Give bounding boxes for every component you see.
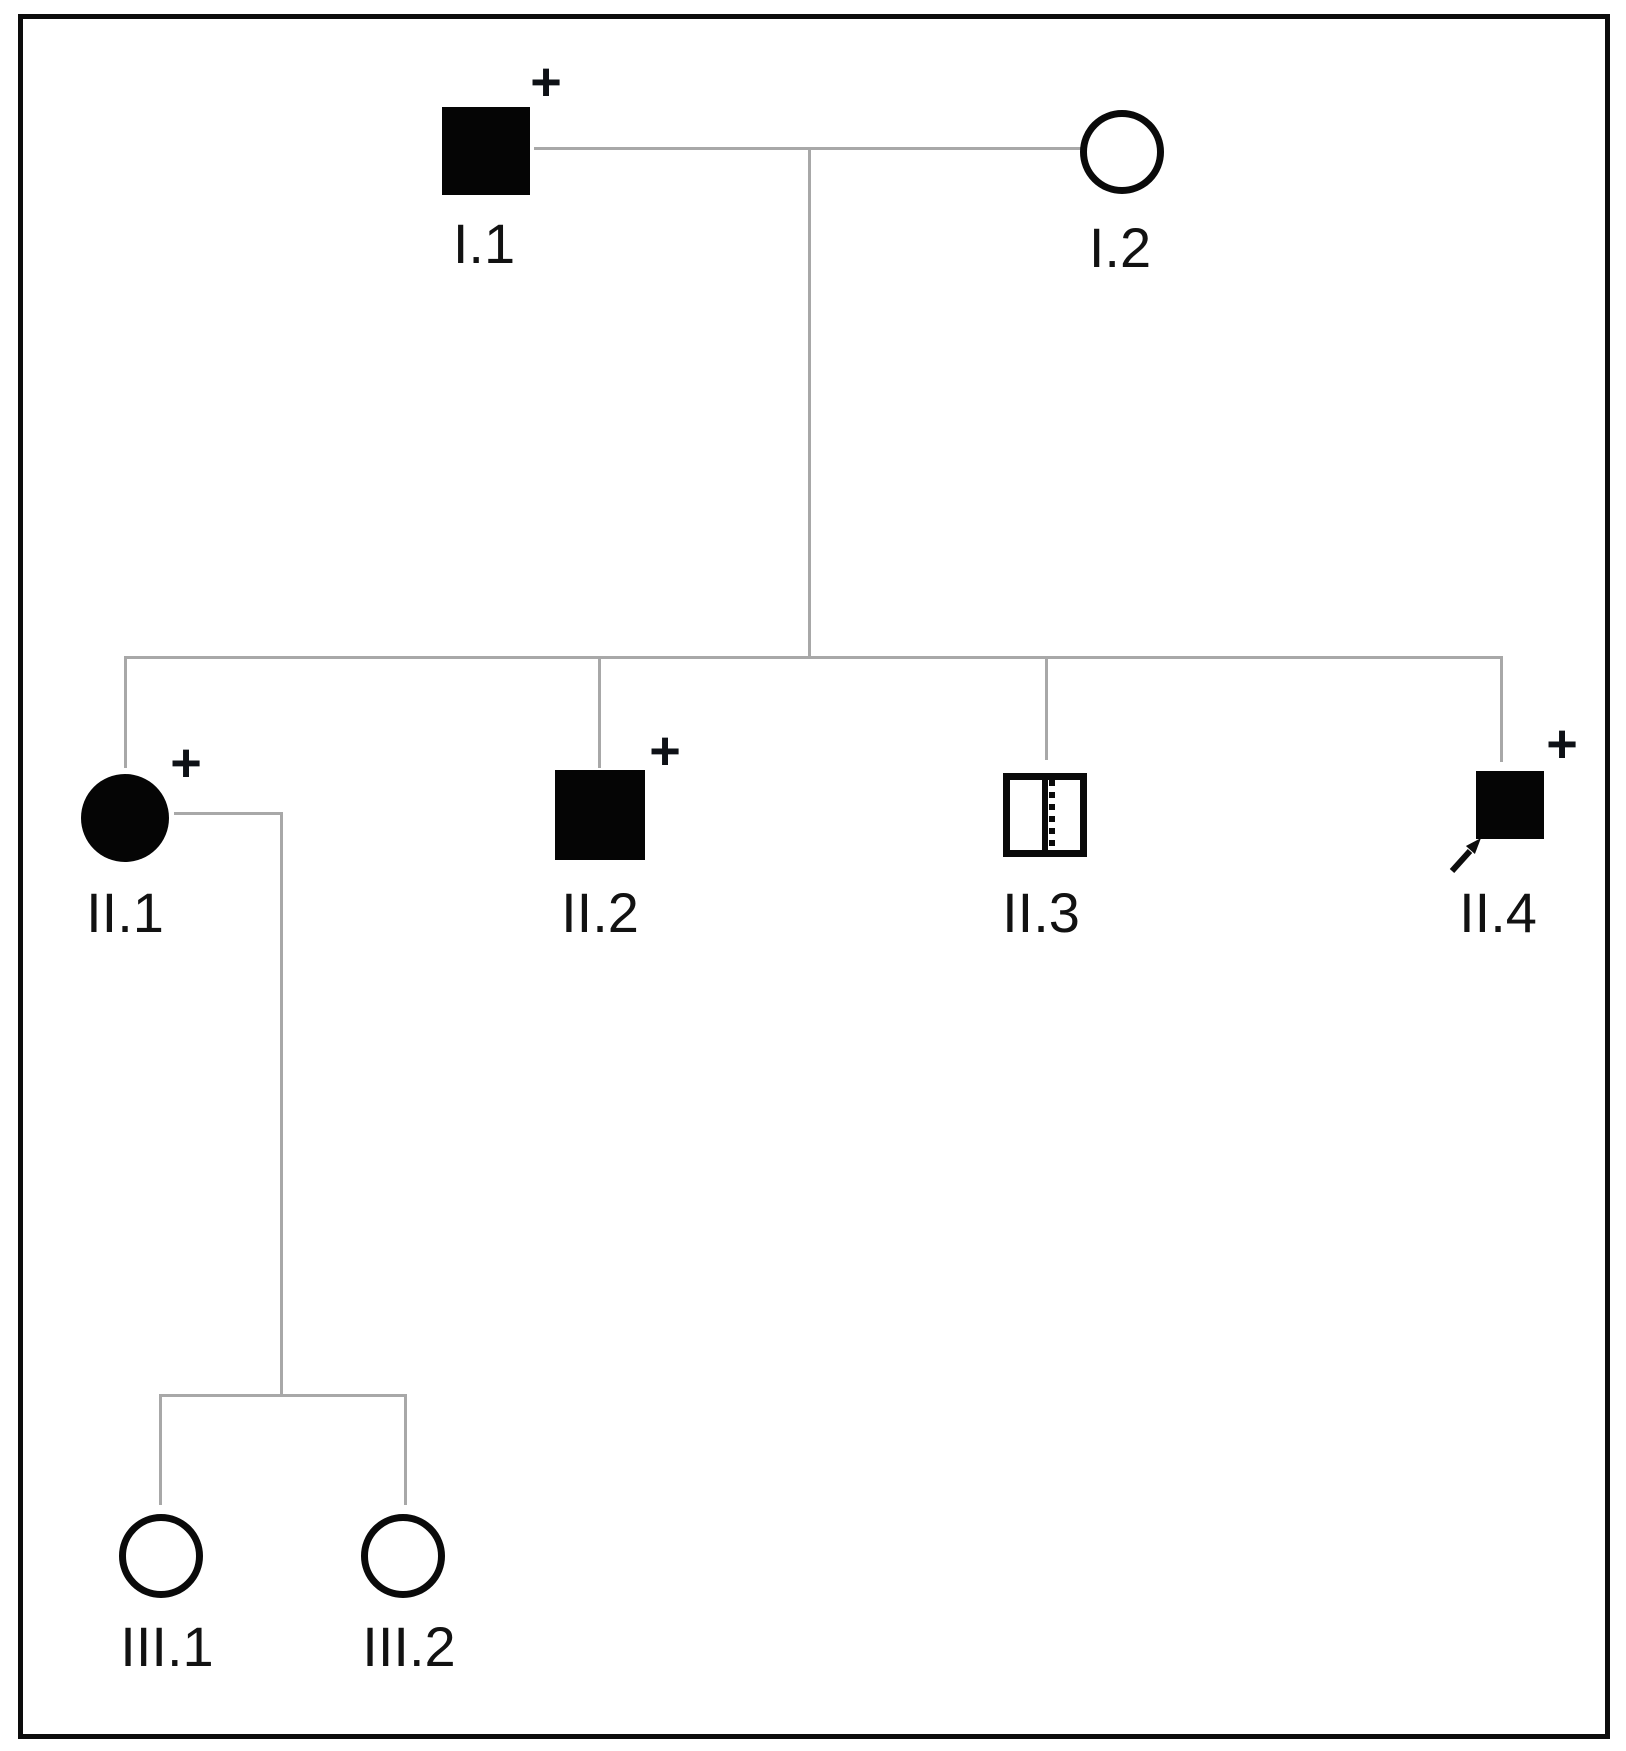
individual-II1-label: II.1 <box>86 881 164 944</box>
individual-III2-label: III.2 <box>362 1615 456 1678</box>
individual-III1-label: III.1 <box>120 1615 214 1678</box>
individual-II2-affected-male-square <box>555 770 645 860</box>
individual-II1-affected-female-circle <box>81 774 169 862</box>
individual-II2-label: II.2 <box>561 881 639 944</box>
carrier-bar-dashed <box>1049 780 1055 850</box>
individual-II3-carrier-male-square <box>1003 773 1087 857</box>
individual-II2-plus-marker: + <box>649 721 681 781</box>
individual-I1-plus-marker: + <box>530 52 562 112</box>
individual-I2-unaffected-female-circle <box>1080 110 1164 194</box>
drop-line-II2 <box>598 656 601 768</box>
individual-II4-plus-marker: + <box>1546 714 1578 774</box>
individual-II4-affected-male-square <box>1476 771 1544 839</box>
individual-II1-plus-marker: + <box>170 733 202 793</box>
sibship-line-generation-3 <box>159 1394 407 1397</box>
proband-arrow-icon <box>1449 838 1481 874</box>
descent-line-generation-1 <box>808 147 811 659</box>
individual-I1-affected-male-square <box>442 107 530 195</box>
mate-line-II1 <box>174 812 282 815</box>
individual-II3-label: II.3 <box>1002 881 1080 944</box>
drop-line-III2 <box>404 1394 407 1505</box>
sibship-line-generation-2 <box>124 656 1503 659</box>
drop-line-III1 <box>159 1394 162 1505</box>
individual-III2-unaffected-female-circle <box>361 1514 445 1598</box>
drop-line-II3 <box>1045 656 1048 760</box>
individual-I1-label: I.1 <box>452 212 516 275</box>
chart-border-frame <box>18 14 1610 1739</box>
individual-III1-unaffected-female-circle <box>119 1514 203 1598</box>
individual-I2-label: I.2 <box>1088 216 1152 279</box>
individual-II4-label: II.4 <box>1459 881 1537 944</box>
drop-line-II1 <box>124 656 127 768</box>
carrier-bar-solid <box>1042 780 1048 850</box>
descent-line-II1 <box>280 812 283 1397</box>
drop-line-II4 <box>1500 656 1503 762</box>
